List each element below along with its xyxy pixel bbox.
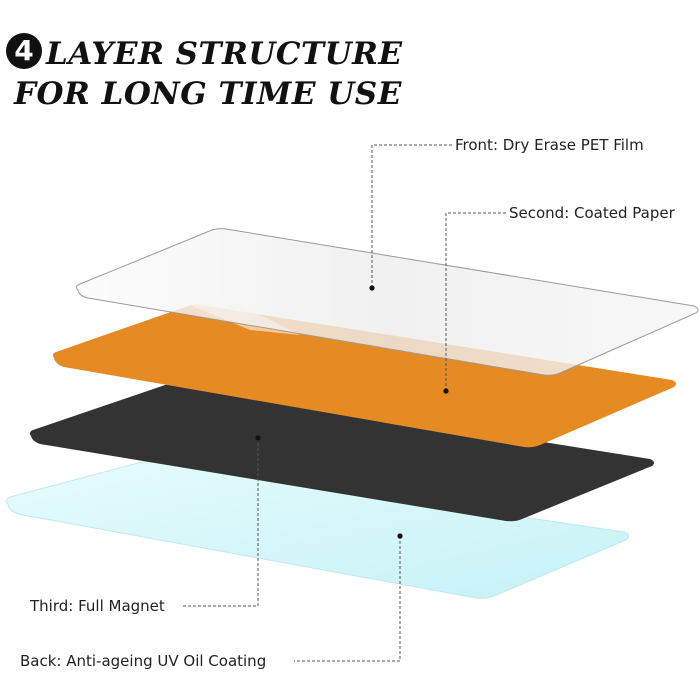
pet-film-layer [75, 228, 699, 376]
magnet-layer [29, 383, 655, 522]
back-leader-line [294, 536, 401, 662]
second-anchor-dot [443, 388, 449, 394]
second-leader-line [445, 212, 506, 391]
page-title-line-1: LAYER STRUCTURE [46, 36, 403, 72]
anchor-dots [255, 285, 449, 539]
third-anchor-dot [255, 435, 261, 441]
third-leader-line [182, 438, 259, 607]
front-anchor-dot [369, 285, 375, 291]
third-layer-label: Third: Full Magnet [30, 597, 165, 615]
title-block: 4 LAYER STRUCTURE FOR LONG TIME USE [0, 0, 700, 120]
page-title-line-2: FOR LONG TIME USE [14, 76, 402, 112]
back-anchor-dot [397, 533, 403, 539]
front-layer-label: Front: Dry Erase PET Film [455, 136, 644, 154]
leader-lines [182, 144, 506, 662]
front-leader-line [371, 144, 452, 288]
number-badge: 4 [6, 33, 42, 69]
uv-coating-layer [5, 461, 630, 599]
back-layer-label: Back: Anti-ageing UV Oil Coating [20, 652, 267, 670]
second-layer-label: Second: Coated Paper [509, 204, 675, 222]
coated-paper-layer [52, 304, 677, 448]
